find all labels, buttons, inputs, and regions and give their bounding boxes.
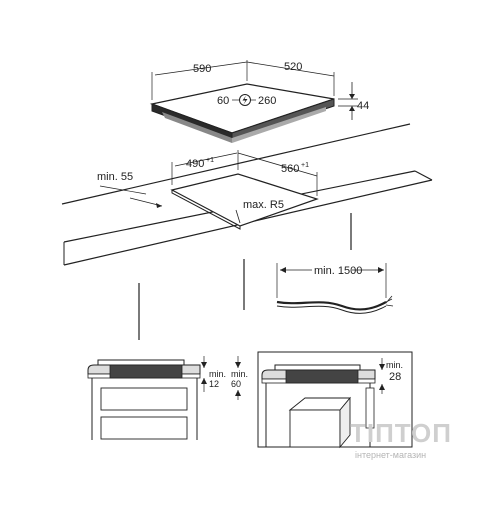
hob-drawing: [149, 60, 358, 143]
hob-height-label: 44: [357, 100, 369, 112]
side-view-left: [87, 356, 241, 440]
cable-drawing: [276, 263, 394, 314]
right-min-value: 28: [389, 371, 401, 383]
cutout-width-label: 490: [186, 158, 204, 170]
side-view-right: [257, 351, 413, 449]
cutout-width-tolerance: +1: [206, 157, 214, 164]
left-min-a-value: 12: [209, 379, 219, 389]
cable-offset-right-label: 260: [258, 95, 276, 107]
watermark-subtitle: інтернет-магазин: [355, 450, 426, 460]
hob-depth-label: 520: [284, 61, 302, 73]
dimension-line-width: [154, 61, 248, 76]
cutout-depth-label: 560: [281, 163, 299, 175]
cable-length-label: min. 1500: [314, 265, 362, 277]
watermark-brand: ТІПТОП: [350, 418, 452, 448]
right-min-label: min.: [386, 360, 403, 370]
hob-underbody: [162, 112, 232, 143]
left-min-a-label: min.: [209, 369, 226, 379]
left-min-b-value: 60: [231, 379, 241, 389]
cable-offset-left-label: 60: [217, 95, 229, 107]
dimension-line-depth: [246, 61, 335, 77]
worktop-drawing: [61, 123, 433, 340]
power-connection-icon: [239, 94, 251, 106]
cutout-depth-tolerance: +1: [301, 162, 309, 169]
corner-radius-label: max. R5: [243, 199, 284, 211]
min-edge-label: min. 55: [97, 171, 133, 183]
hob-width-label: 590: [193, 63, 211, 75]
left-min-b-label: min.: [231, 369, 248, 379]
cutout-outline: [170, 173, 319, 227]
